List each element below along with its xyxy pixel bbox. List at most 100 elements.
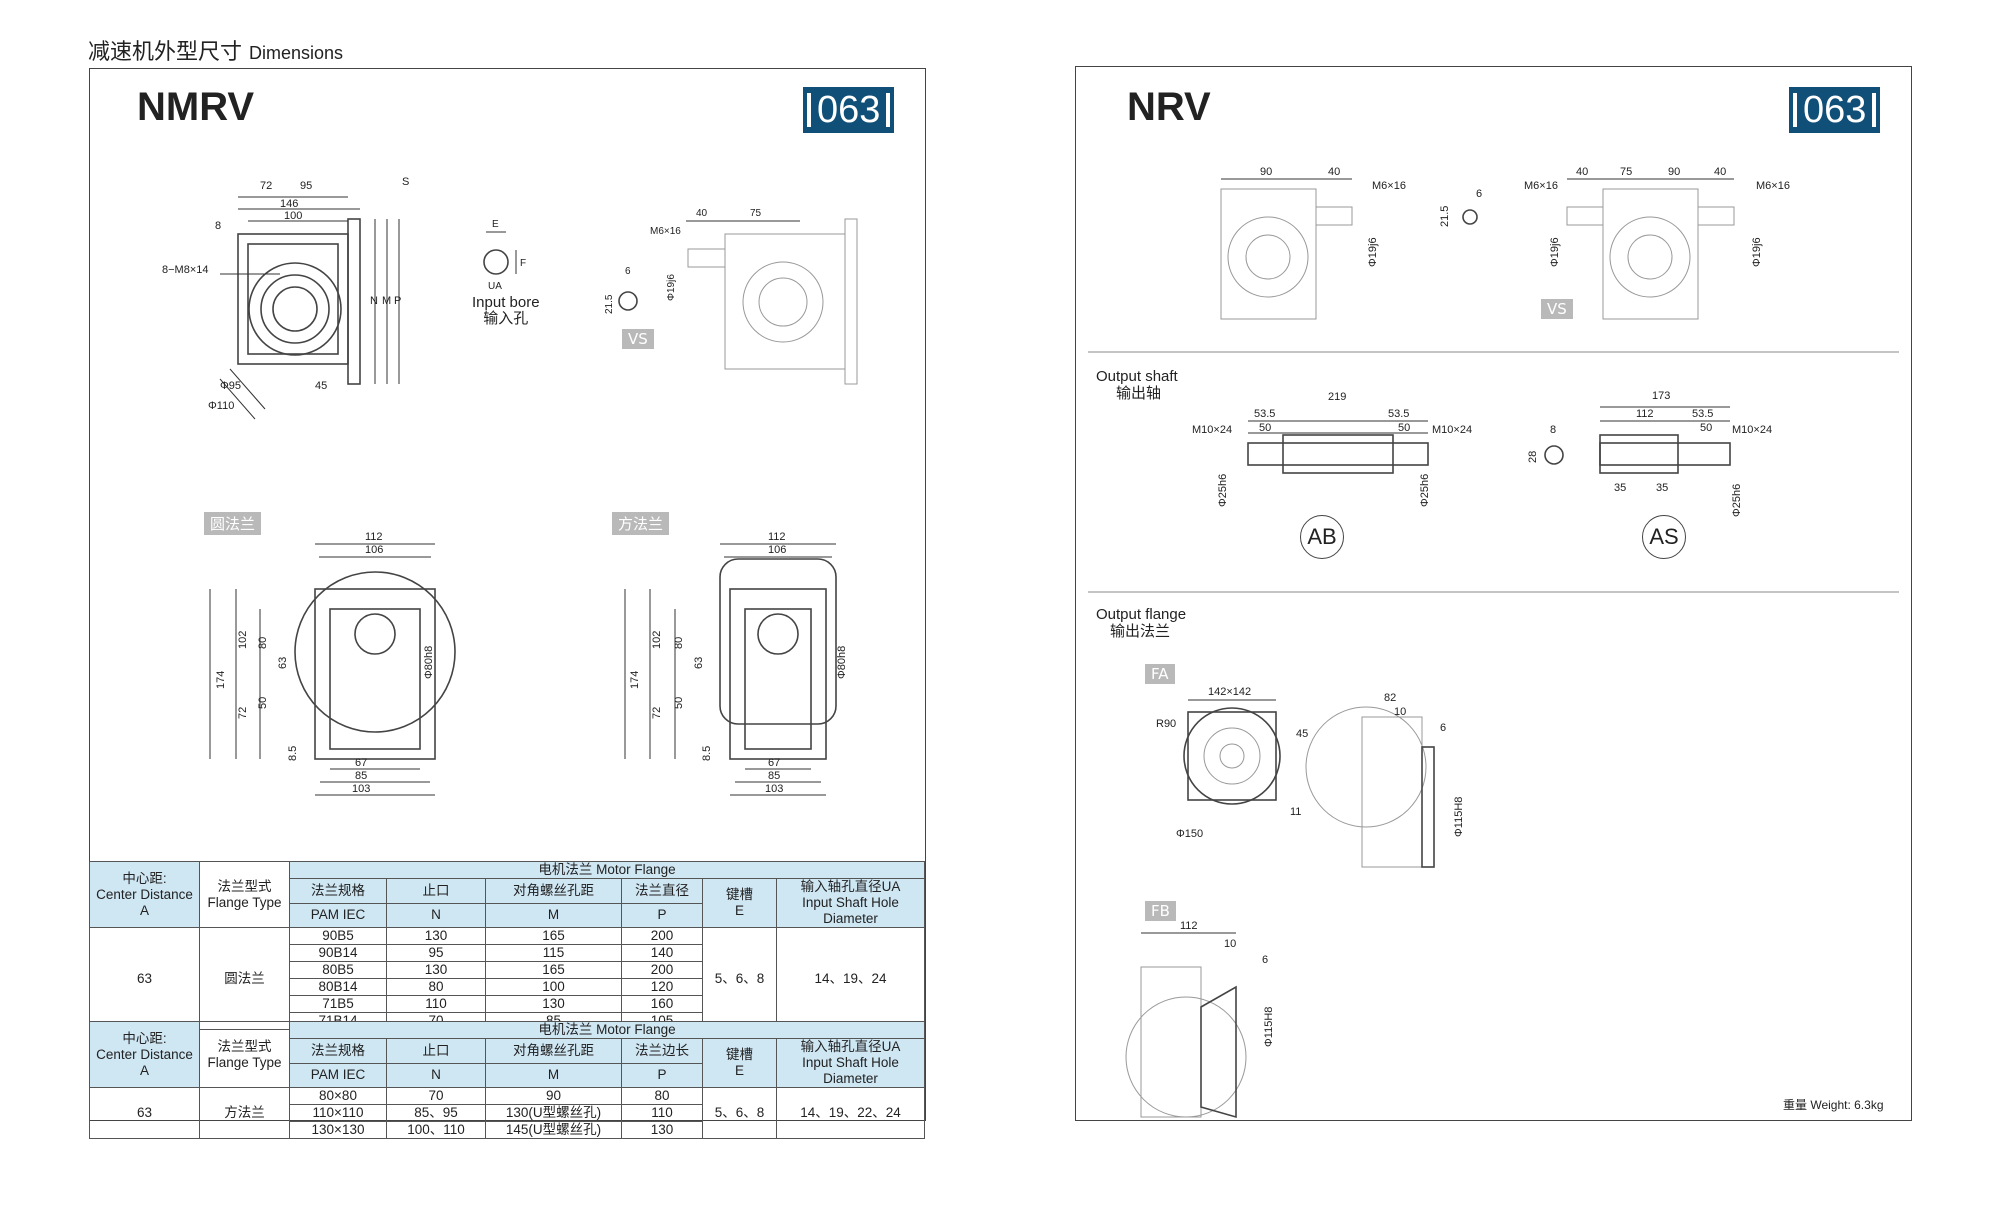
dim-174: 174: [215, 671, 227, 689]
fb-dim-112: 112: [1180, 920, 1198, 932]
dim-103: 103: [352, 783, 370, 795]
ab-dim-phi25-left: Φ25h6: [1217, 474, 1229, 507]
dim-n: N: [370, 295, 378, 307]
as-dim-173: 173: [1652, 390, 1670, 402]
dim-8: 8: [215, 220, 221, 232]
n-header: 止口: [386, 1038, 486, 1064]
output-shaft-en: Output shaft: [1096, 368, 1178, 385]
sq-dim-63: 63: [693, 657, 705, 669]
as-dim-50: 50: [1700, 422, 1712, 434]
ab-dim-phi25-right: Φ25h6: [1419, 474, 1431, 507]
nrv-panel: NRV 063 90 40 M6×16 Φ19j6 21.5 6 M6×16 4…: [1075, 66, 1912, 1121]
as-dim-28: 28: [1527, 451, 1539, 463]
table-cell: 80B14: [289, 978, 387, 996]
heading-cn: 减速机外型尺寸: [88, 40, 243, 65]
dim-phi19: Φ19j6: [666, 274, 677, 301]
fb-tag: FB: [1145, 901, 1176, 921]
sq-dim-67: 67: [768, 757, 780, 769]
fa-flange: [1183, 699, 1435, 868]
input-bore-en: Input bore: [472, 294, 540, 311]
dim-40: 40: [696, 208, 708, 219]
input-bore-label: Input bore 输入孔: [472, 295, 540, 327]
table-cell: 130: [386, 961, 486, 979]
heading-en: Dimensions: [249, 43, 344, 63]
size-badge: 063: [1789, 87, 1881, 133]
ab-dim-50-left: 50: [1259, 422, 1271, 434]
vs-view: [618, 218, 858, 385]
vs-dim-m6-left: M6×16: [1524, 180, 1558, 192]
n-sub: N: [386, 1062, 486, 1088]
vs-dim-40-right: 40: [1714, 166, 1726, 178]
dim-6: 6: [625, 266, 631, 277]
nrv-dim-40: 40: [1328, 166, 1340, 178]
nrv-dim-m6: M6×16: [1372, 180, 1406, 192]
table-cell: 165: [485, 927, 622, 945]
table-cell: 130: [621, 1121, 703, 1139]
table-cell: 90B14: [289, 944, 387, 962]
fa-dim-82: 82: [1384, 692, 1396, 704]
dim-75: 75: [750, 208, 762, 219]
table-cell: 130(U型螺丝孔): [485, 1104, 622, 1122]
n-header: 止口: [386, 878, 486, 904]
nrv-dim-21-5: 21.5: [1439, 206, 1451, 227]
page-heading: 减速机外型尺寸 Dimensions: [88, 34, 343, 66]
pam-sub: PAM IEC: [289, 902, 387, 928]
fb-dim-phi115: Φ115H8: [1263, 1007, 1275, 1047]
table-cell: 120: [621, 978, 703, 996]
table-cell: 80B5: [289, 961, 387, 979]
keyway-value: 5、6、8: [702, 927, 777, 1030]
ab-dim-53-5-right: 53.5: [1388, 408, 1409, 420]
dim-m: M: [382, 295, 391, 307]
dim-phi110: Φ110: [208, 400, 234, 412]
table-cell: 200: [621, 961, 703, 979]
as-label: AS: [1642, 515, 1686, 559]
table-cell: 100: [485, 978, 622, 996]
table-cell: 110: [386, 995, 486, 1013]
table-cell: 71B5: [289, 995, 387, 1013]
table-cell: 90B5: [289, 927, 387, 945]
sq-dim-174: 174: [629, 671, 641, 689]
ab-dim-m10-right: M10×24: [1432, 424, 1472, 436]
square-flange-view: [624, 543, 837, 796]
sq-dim-106: 106: [768, 544, 786, 556]
table-cell: 95: [386, 944, 486, 962]
pam-header: 法兰规格: [289, 1038, 387, 1064]
fa-dim-11: 11: [1290, 806, 1301, 818]
nmrv-drawings: 72 95 146 100 S 8 8−M8×14 N M P Φ95 Φ110…: [162, 176, 858, 796]
ab-dim-53-5-left: 53.5: [1254, 408, 1275, 420]
nrv-front-view: [1220, 178, 1478, 320]
sq-dim-50: 50: [673, 697, 685, 709]
table-cell: 160: [621, 995, 703, 1013]
fa-dim-phi150: Φ150: [1176, 828, 1203, 840]
dim-8-5: 8.5: [287, 746, 299, 761]
weight-label: 重量 Weight: 6.3kg: [1783, 1098, 1884, 1112]
vs-dim-phi19-right: Φ19j6: [1751, 237, 1763, 267]
input-bore-detail: [483, 231, 517, 275]
vs-dim-phi19-left: Φ19j6: [1549, 237, 1561, 267]
input-bore-cn: 输入孔: [483, 310, 529, 327]
output-flange-cn: 输出法兰: [1110, 623, 1171, 640]
dim-80: 80: [257, 637, 269, 649]
m-sub: M: [485, 1062, 622, 1088]
motor-flange-header: 电机法兰 Motor Flange: [288, 861, 926, 879]
dim-72: 72: [260, 180, 272, 192]
sq-dim-102: 102: [651, 631, 663, 649]
dim-f: F: [520, 258, 526, 269]
as-dim-8: 8: [1550, 424, 1556, 436]
dim-85: 85: [355, 770, 367, 782]
as-shaft: [1544, 406, 1731, 474]
sq-dim-112: 112: [768, 531, 786, 543]
m-header: 对角螺丝孔距: [485, 1038, 622, 1064]
table-cell: 130×130: [289, 1121, 387, 1139]
as-dim-m10: M10×24: [1732, 424, 1772, 436]
dim-95: 95: [300, 180, 312, 192]
size-badge: 063: [803, 87, 895, 133]
fa-dim-6: 6: [1440, 722, 1446, 734]
vs-dim-90: 90: [1668, 166, 1680, 178]
bore-value: 14、19、24: [775, 927, 926, 1030]
dim-e: E: [492, 219, 499, 230]
